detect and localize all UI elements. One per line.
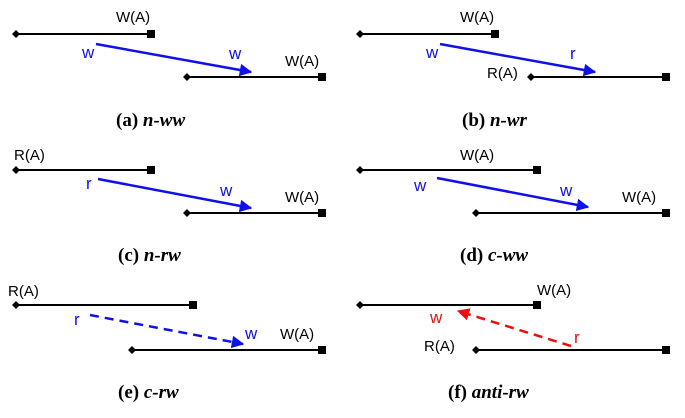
start-marker — [12, 166, 20, 174]
end-marker — [147, 166, 155, 174]
top-op-label: W(A) — [537, 282, 571, 299]
end-marker — [662, 209, 670, 217]
end-marker — [533, 166, 541, 174]
caption-name: c-ww — [488, 245, 528, 266]
dependency-edge — [95, 42, 253, 77]
edge-source-label: r — [74, 310, 80, 329]
start-marker — [472, 209, 480, 217]
edge-target-label: w — [244, 324, 258, 343]
bottom-op-label: W(A) — [622, 189, 656, 206]
start-marker — [183, 209, 191, 217]
start-marker — [128, 346, 136, 354]
start-marker — [356, 166, 364, 174]
top-op-label: R(A) — [8, 283, 39, 300]
caption-prefix: (a) — [116, 110, 138, 131]
edge-target-label: w — [429, 308, 443, 327]
start-marker — [356, 30, 364, 38]
bottom-op-label: R(A) — [424, 338, 455, 355]
top-op-label: R(A) — [14, 147, 45, 164]
end-marker — [147, 30, 155, 38]
end-marker — [533, 301, 541, 309]
top-op-label: W(A) — [460, 9, 494, 26]
panel-caption: (c) n-rw — [118, 245, 181, 266]
panel-f: W(A) R(A) r w (f) anti-rw — [356, 282, 670, 403]
caption-name: anti-rw — [472, 382, 529, 403]
edge-source-label: w — [413, 176, 427, 195]
bottom-op-label: W(A) — [280, 326, 314, 343]
end-marker — [318, 346, 326, 354]
panel-caption: (a) n-ww — [116, 110, 185, 131]
caption-prefix: (f) — [448, 382, 467, 403]
caption-name: n-ww — [143, 110, 186, 131]
end-marker — [662, 73, 670, 81]
edge-target-label: w — [228, 44, 242, 63]
dependency-edge — [97, 177, 253, 213]
dependency-edge — [439, 42, 597, 77]
start-marker — [183, 73, 191, 81]
end-marker — [189, 301, 197, 309]
start-marker — [12, 301, 20, 309]
panel-caption: (d) c-ww — [460, 245, 528, 266]
start-marker — [12, 30, 20, 38]
edge-target-label: w — [219, 181, 233, 200]
panel-d: W(A) W(A) w w (d) c-ww — [356, 147, 670, 266]
top-op-label: W(A) — [460, 147, 494, 164]
edge-source-label: w — [81, 43, 95, 62]
start-marker — [527, 73, 535, 81]
caption-name: c-rw — [144, 382, 179, 403]
end-marker — [662, 346, 670, 354]
caption-name: n-wr — [490, 110, 528, 131]
bottom-op-label: W(A) — [285, 53, 319, 70]
caption-prefix: (e) — [118, 382, 139, 403]
dependency-edge — [436, 176, 590, 212]
panel-caption: (e) c-rw — [118, 382, 179, 403]
end-marker — [318, 73, 326, 81]
edge-source-label: r — [574, 328, 580, 347]
edge-target-label: r — [570, 44, 576, 63]
panel-b: W(A) R(A) w r (b) n-wr — [356, 9, 670, 131]
dependency-edge — [89, 313, 245, 349]
bottom-op-label: R(A) — [487, 65, 518, 82]
dependency-edge — [456, 308, 572, 348]
start-marker — [356, 301, 364, 309]
bottom-op-label: W(A) — [285, 189, 319, 206]
end-marker — [491, 30, 499, 38]
start-marker — [472, 346, 480, 354]
panel-a: W(A) W(A) w w (a) n-ww — [12, 9, 326, 131]
panel-caption: (f) anti-rw — [448, 382, 529, 403]
caption-prefix: (b) — [462, 110, 485, 131]
top-op-label: W(A) — [116, 9, 150, 26]
panel-caption: (b) n-wr — [462, 110, 528, 131]
caption-prefix: (c) — [118, 245, 139, 266]
edge-source-label: r — [86, 174, 92, 193]
panel-e: R(A) W(A) r w (e) c-rw — [8, 283, 326, 403]
caption-name: n-rw — [144, 245, 181, 266]
end-marker — [318, 209, 326, 217]
edge-source-label: w — [425, 43, 439, 62]
caption-prefix: (d) — [460, 245, 483, 266]
edge-target-label: w — [559, 181, 573, 200]
panel-c: R(A) W(A) r w (c) n-rw — [12, 147, 326, 266]
